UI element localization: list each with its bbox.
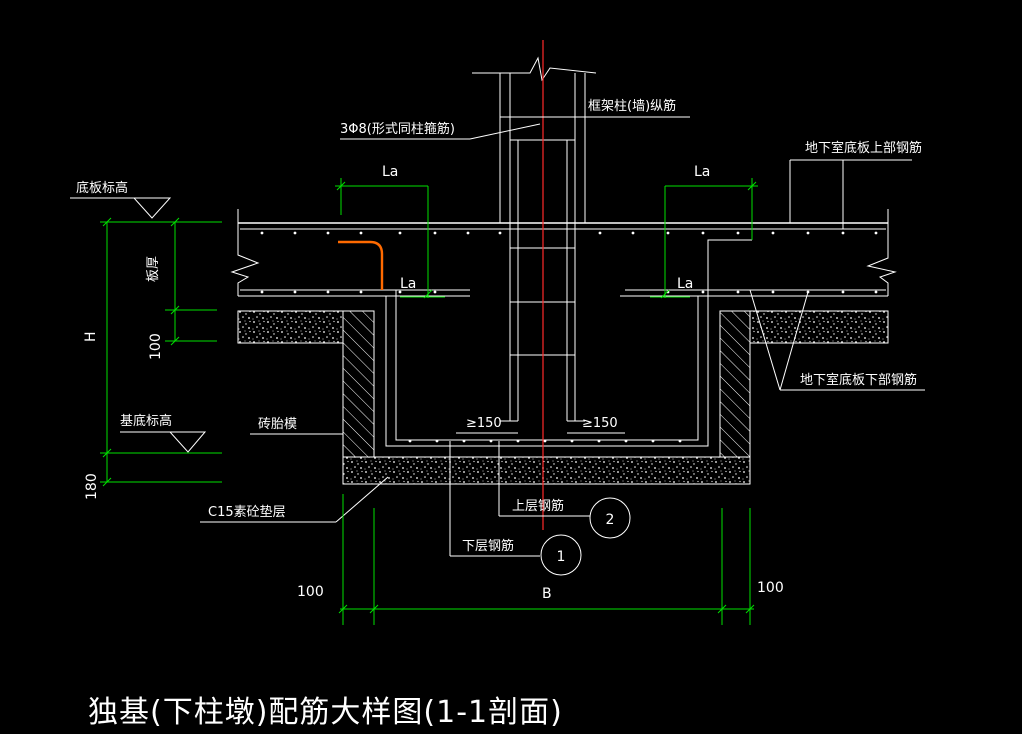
dim-100-slab: 100 (148, 333, 164, 360)
pit-outline (373, 239, 752, 458)
slab-elevation-label: 底板标高 (76, 180, 128, 196)
ge150-left: ≥150 (466, 416, 502, 431)
upper-rebar-label: 上层钢筋 (512, 498, 564, 514)
slab-elevation-marker (132, 197, 172, 219)
dim-h: H (83, 331, 99, 342)
basement-slab (230, 209, 897, 297)
brick-formwork (342, 310, 751, 458)
dim-100-right: 100 (757, 580, 784, 596)
marker-1: 1 (540, 534, 582, 576)
dim-100-left: 100 (297, 584, 324, 600)
dimension-lines (100, 178, 758, 625)
ge150-right: ≥150 (582, 416, 618, 431)
slab-thickness-label: 板厚 (146, 256, 161, 282)
la-inner-left: La (400, 276, 416, 292)
dim-b: B (542, 586, 552, 602)
brick-formwork-label: 砖胎模 (258, 417, 297, 432)
marker-2: 2 (589, 497, 631, 539)
column (472, 56, 597, 422)
marker-2-text: 2 (606, 512, 615, 528)
pit-rebar-dots (408, 439, 682, 443)
la-inner-right: La (677, 276, 693, 292)
slab-cushion (237, 310, 889, 344)
base-elevation-label: 基底标高 (120, 413, 172, 429)
column-rebar-label: 框架柱(墙)纵筋 (588, 98, 676, 114)
slab-bottom-rebar-label: 地下室底板下部钢筋 (800, 372, 917, 388)
lower-rebar-label: 下层钢筋 (462, 538, 514, 554)
dim-180: 180 (84, 473, 100, 500)
drawing-title: 独基(下柱墩)配筋大样图(1-1剖面) (88, 695, 563, 730)
la-top-left: La (382, 164, 398, 180)
c15-cushion-label: C15素砼垫层 (208, 504, 286, 520)
hook-bar (338, 240, 384, 290)
marker-1-text: 1 (557, 549, 566, 565)
slab-top-rebar-label: 地下室底板上部钢筋 (805, 140, 922, 156)
stirrup-note-label: 3Φ8(形式同柱箍筋) (340, 121, 455, 137)
la-top-right: La (694, 164, 710, 180)
leader-lines (70, 73, 925, 557)
c15-cushion-layer (342, 456, 751, 485)
base-elevation-marker (168, 431, 207, 453)
